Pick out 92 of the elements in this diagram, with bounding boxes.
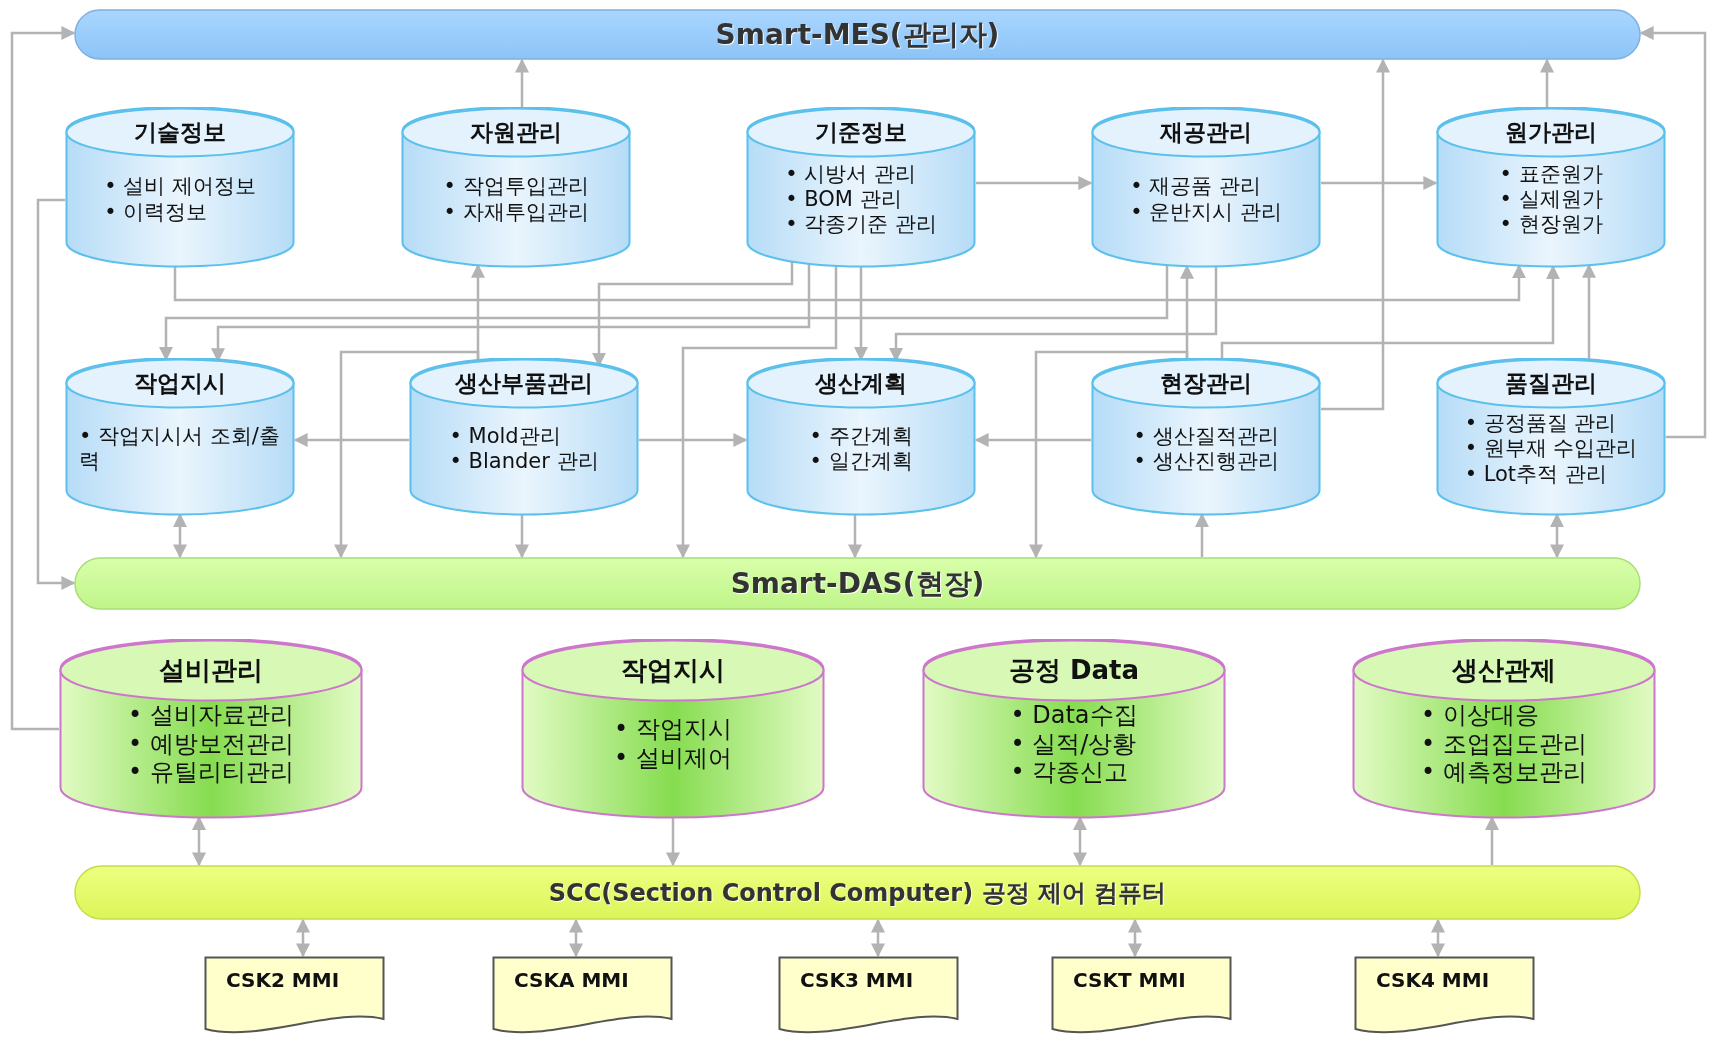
cylinder-title: 재공관리 bbox=[1160, 118, 1252, 147]
bullet-text: • 작업투입관리 bbox=[443, 174, 589, 200]
cylinder-title: 생산관제 bbox=[1452, 654, 1556, 687]
bullet-text: • 표준원가 bbox=[1499, 161, 1603, 187]
database-cylinder bbox=[1091, 107, 1321, 268]
bullet-text: • 설비 제어정보 bbox=[104, 174, 256, 200]
cylinder-title: 작업지시 bbox=[134, 369, 226, 398]
arrow bbox=[173, 264, 1526, 302]
bullet-text: • 공정품질 관리 bbox=[1464, 411, 1618, 437]
cylinder-title: 자원관리 bbox=[470, 118, 562, 147]
cylinder-title: 원가관리 bbox=[1505, 118, 1597, 147]
cylinder-title: 기준정보 bbox=[815, 118, 907, 147]
bullet-text: • 현장원가 bbox=[1499, 212, 1603, 238]
cylinder-title: 기술정보 bbox=[134, 118, 226, 147]
arrow bbox=[676, 265, 838, 559]
bullet-text: • 유틸리티관리 bbox=[128, 758, 294, 788]
bullet-text: • 각종신고 bbox=[1010, 758, 1130, 788]
bullet-text: • BOM 관리 bbox=[785, 186, 903, 213]
database-cylinder bbox=[1352, 639, 1656, 819]
document-title: CSKT MMI bbox=[1073, 968, 1186, 992]
database-cylinder bbox=[59, 639, 363, 819]
document-title: CSK3 MMI bbox=[800, 968, 914, 992]
arrow bbox=[1128, 918, 1142, 958]
cylinder-title: 작업지시 bbox=[621, 654, 725, 687]
arrow bbox=[974, 433, 1091, 447]
bullet-text: • 시방서 관리 bbox=[785, 161, 917, 187]
arrow bbox=[848, 514, 862, 559]
database-cylinder bbox=[401, 107, 631, 268]
document-title: CSKA MMI bbox=[514, 968, 629, 992]
database-cylinder bbox=[1436, 358, 1666, 516]
database-cylinder bbox=[1436, 107, 1666, 268]
document-title: CSK2 MMI bbox=[226, 968, 340, 992]
bullet-text: • Lot추적 관리 bbox=[1464, 461, 1608, 487]
bullet-text: • 재공품 관리 bbox=[1130, 174, 1262, 200]
arrow bbox=[639, 433, 748, 447]
arrow bbox=[10, 26, 76, 731]
bullet-text: • 생산진행관리 bbox=[1133, 449, 1279, 475]
bullet-text: • 예방보전관리 bbox=[128, 729, 294, 759]
database-cylinder bbox=[746, 107, 976, 268]
band-title: Smart-DAS(현장) bbox=[730, 565, 985, 602]
arrow bbox=[515, 514, 529, 559]
arrow bbox=[1321, 58, 1390, 411]
arrow bbox=[1029, 350, 1189, 559]
bullet-text: • 주간계획 bbox=[809, 423, 913, 449]
arrow bbox=[976, 176, 1093, 190]
bullet-text: • 각종기준 관리 bbox=[785, 212, 937, 238]
bullet-text: • 원부재 수입관리 bbox=[1464, 436, 1638, 462]
cylinder-title: 현장관리 bbox=[1160, 369, 1252, 398]
arrow bbox=[334, 350, 480, 559]
bullet-text: • 조업집도관리 bbox=[1421, 729, 1587, 759]
arrow bbox=[569, 918, 583, 958]
arrow bbox=[293, 433, 409, 447]
database-cylinder bbox=[1091, 358, 1321, 516]
arrow bbox=[36, 198, 76, 590]
database-cylinder bbox=[746, 358, 976, 516]
system-band bbox=[74, 9, 1641, 60]
cylinder-title: 공정 Data bbox=[1008, 654, 1140, 687]
bullet-text: • 작업지시서 조회/출력 bbox=[79, 423, 281, 475]
bullet-text: • 설비제어 bbox=[614, 744, 732, 773]
arrow bbox=[1431, 918, 1445, 958]
bullet-text: • Data수집 bbox=[1010, 700, 1138, 730]
band-title: Smart-MES(관리자) bbox=[715, 16, 1000, 53]
database-cylinder bbox=[65, 358, 295, 516]
cylinder-title: 생산계획 bbox=[815, 369, 907, 398]
bullet-text: • 운반지시 관리 bbox=[1130, 199, 1282, 225]
band-title: SCC(Section Control Computer) 공정 제어 컴퓨터 bbox=[548, 877, 1167, 909]
bullet-text: • Blander 관리 bbox=[449, 449, 599, 475]
bullet-text: • 예측정보관리 bbox=[1421, 758, 1587, 788]
bullet-text: • 이상대응 bbox=[1421, 700, 1540, 730]
arrow bbox=[666, 817, 680, 867]
bullet-text: • 설비자료관리 bbox=[128, 700, 294, 730]
cylinder-title: 설비관리 bbox=[159, 654, 263, 687]
arrow bbox=[1321, 176, 1438, 190]
arrow bbox=[1639, 26, 1707, 439]
arrow bbox=[296, 918, 310, 958]
cylinder-title: 생산부품관리 bbox=[455, 369, 593, 398]
bullet-text: • 일간계획 bbox=[809, 449, 913, 475]
bullet-text: • Mold관리 bbox=[449, 423, 562, 449]
bullet-text: • 이력정보 bbox=[104, 199, 209, 225]
system-band bbox=[74, 557, 1641, 610]
bullet-text: • 실적/상황 bbox=[1010, 729, 1138, 759]
cylinder-title: 품질관리 bbox=[1505, 369, 1597, 398]
database-cylinder bbox=[409, 358, 639, 516]
bullet-text: • 실제원가 bbox=[1499, 186, 1603, 213]
bullet-text: • 생산질적관리 bbox=[1133, 423, 1279, 449]
database-cylinder bbox=[521, 639, 825, 819]
document-title: CSK4 MMI bbox=[1376, 968, 1490, 992]
database-cylinder bbox=[922, 639, 1226, 819]
bullet-text: • 작업지시 bbox=[614, 715, 732, 744]
bullet-text: • 자재투입관리 bbox=[443, 199, 589, 225]
arrow bbox=[871, 918, 885, 958]
database-cylinder bbox=[65, 107, 295, 268]
